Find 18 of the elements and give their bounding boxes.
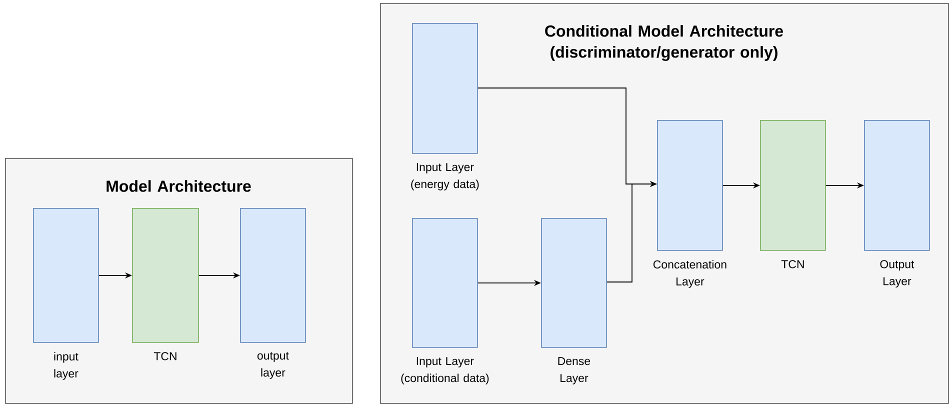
layer-label: Concatenation Layer: [653, 260, 726, 288]
layer-label: Input Layer (conditional data): [401, 357, 489, 384]
layer-box: [412, 218, 478, 348]
layer-box: [33, 208, 99, 343]
layer-box: [864, 120, 930, 251]
layer-box: [760, 120, 826, 251]
layer-box: [132, 208, 199, 343]
layer-label: input layer: [54, 352, 78, 380]
layer-box: [541, 218, 607, 348]
layer-label: Output Layer: [880, 260, 914, 288]
layer-label: output layer: [257, 352, 289, 379]
layer-label: Dense Layer: [558, 357, 590, 384]
layer-box: [657, 120, 723, 251]
layer-box: [240, 208, 306, 343]
layer-label: Input Layer (energy data): [411, 163, 479, 190]
layer-label: TCN: [154, 352, 176, 360]
layer-label: TCN: [781, 260, 804, 268]
layer-box: [412, 23, 478, 154]
